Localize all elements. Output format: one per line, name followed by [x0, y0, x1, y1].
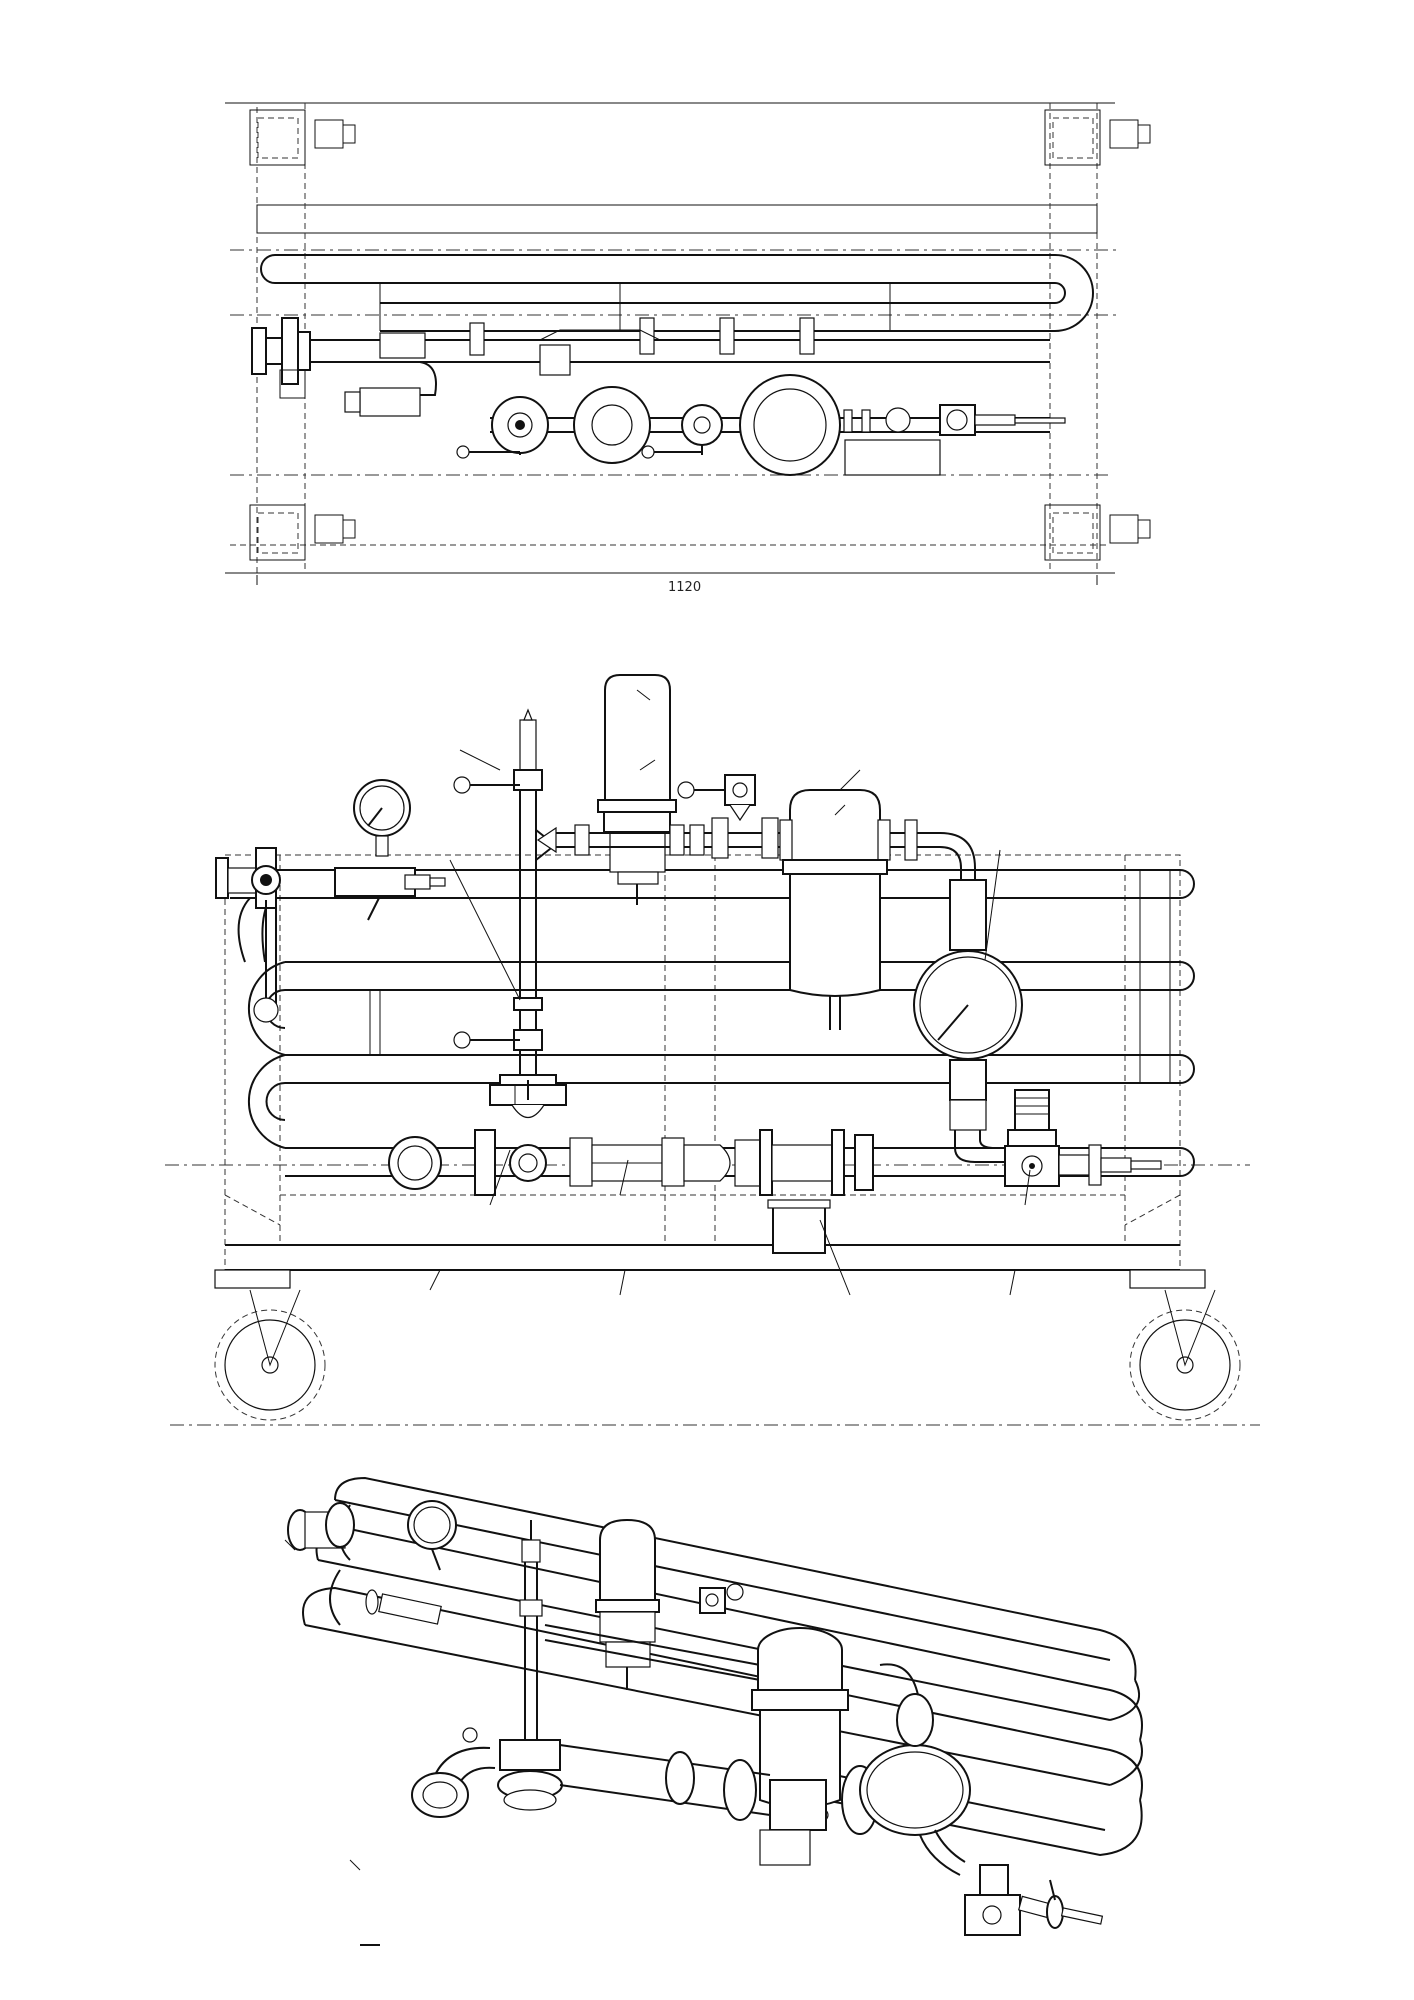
bottom-line-fittings [388, 1129, 874, 1254]
caster-bracket-top-right [1044, 109, 1151, 166]
pressure-gauge-large [913, 950, 1023, 1131]
filter-housing-top [739, 374, 841, 476]
iso-side-valve [699, 1583, 744, 1614]
pipe-run-2 [285, 961, 1195, 991]
caster-front-left [214, 1269, 326, 1421]
ball-valve-top-2 [641, 404, 723, 459]
caster-bracket-top-left [249, 109, 356, 166]
iso-large-gauge [859, 1663, 971, 1836]
top-loop-pipe [275, 254, 1094, 332]
iso-inlet-valve [287, 1502, 355, 1551]
caster-bracket-bottom-left [249, 504, 356, 561]
top-view-dimension-label: 1120 [668, 580, 702, 595]
caster-bracket-bottom-right [1044, 504, 1151, 561]
ball-valve-top-1 [456, 396, 549, 459]
side-sampling-valve [677, 774, 779, 859]
top-view-plan [225, 102, 1151, 585]
inlet-flange [251, 317, 1050, 399]
iso-elbow-outlet [411, 1746, 496, 1818]
iso-sampling-line [462, 1520, 563, 1811]
pressure-gauge-left [334, 779, 446, 921]
isometric-view [287, 1476, 1143, 1936]
separator-vessel [779, 789, 891, 1030]
leader-lines [284, 749, 1031, 1946]
check-valve-front [489, 1074, 567, 1182]
vertical-sampling-line [453, 708, 543, 1075]
front-frame [224, 854, 1181, 1271]
caster-front-right [1129, 1269, 1241, 1421]
iso-regulator [964, 1864, 1104, 1936]
front-elevation [165, 674, 1260, 1426]
cartridge-filter [597, 674, 677, 905]
pipe-run-3 [285, 1054, 1195, 1084]
iso-pressure-gauge-small [407, 1500, 457, 1571]
sight-glass-top [573, 386, 651, 464]
iso-cartridge-filter [595, 1518, 660, 1690]
regulator-top [939, 404, 1066, 436]
inlet-valve-front [215, 847, 281, 1023]
pressure-regulator [1004, 1089, 1162, 1187]
